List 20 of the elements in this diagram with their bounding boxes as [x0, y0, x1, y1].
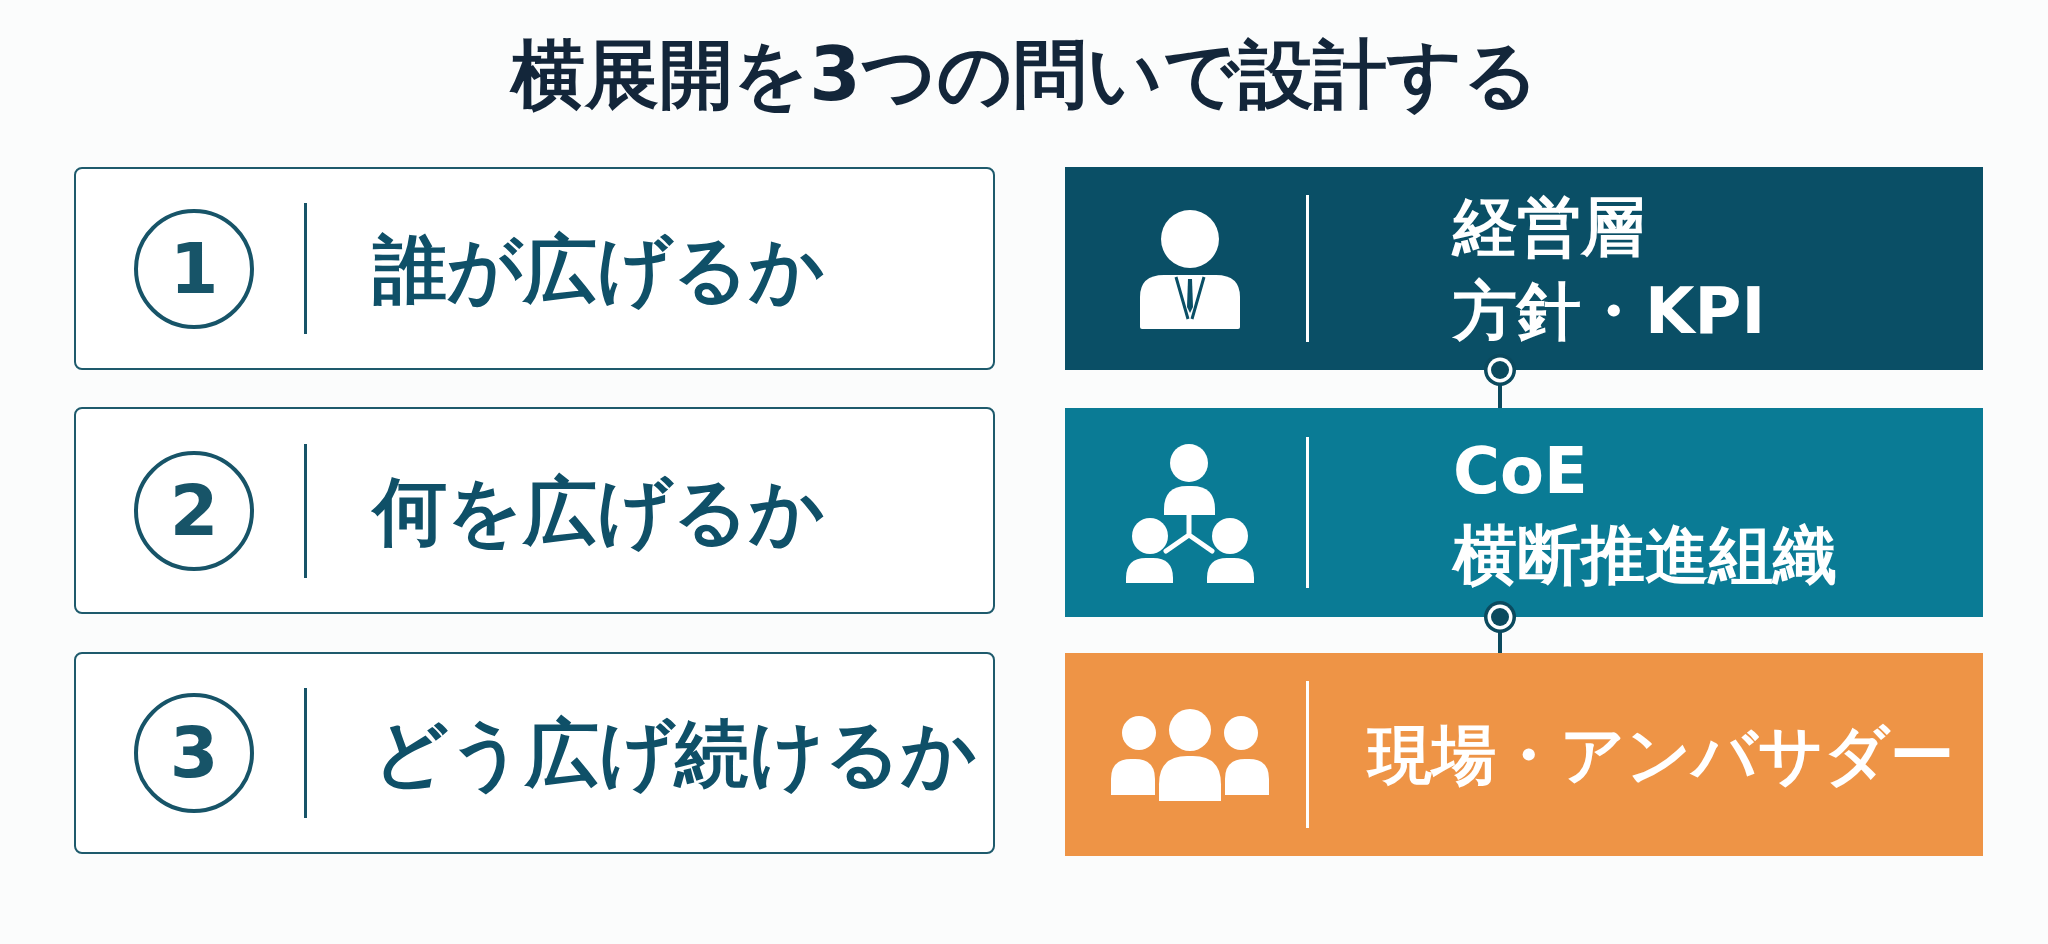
layer-band — [1065, 408, 1983, 617]
step-number: 3 — [134, 693, 254, 813]
diagram-title: 横展開を3つの問いで設計する — [511, 30, 1539, 119]
band-subtitle: 横断推進組織 — [1453, 516, 1837, 594]
band-title: CoE — [1453, 432, 1588, 510]
layer-band — [1065, 653, 1983, 856]
question-text: 何を広げるか — [373, 466, 825, 555]
step-number: 2 — [134, 450, 254, 571]
question-text: どう広げ続けるか — [373, 708, 977, 798]
connector-line — [1484, 601, 1516, 653]
question-card — [74, 407, 995, 614]
step-number: 1 — [134, 208, 254, 329]
band-subtitle: 方針・KPI — [1453, 272, 1766, 350]
band-title: 経営層 — [1453, 188, 1645, 266]
question-card — [74, 652, 995, 854]
layer-band — [1065, 167, 1983, 370]
connector-line — [1484, 354, 1516, 408]
question-card — [74, 167, 995, 370]
band-title: 現場・アンバサダー — [1368, 716, 1954, 794]
question-text: 誰が広げるか — [373, 224, 825, 313]
